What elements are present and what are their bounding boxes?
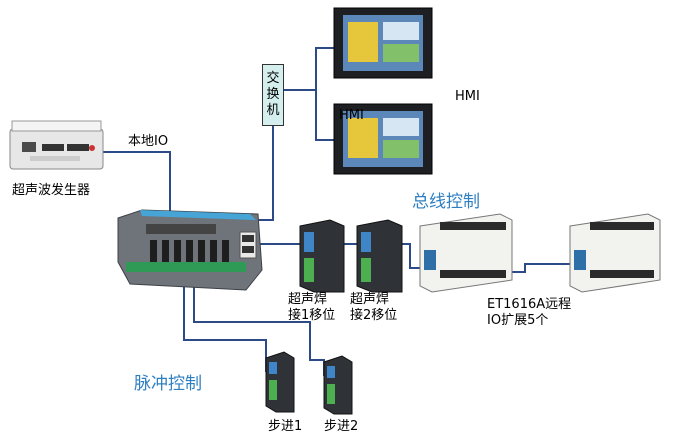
ultrasonic-generator-device xyxy=(9,120,104,170)
hmi-top-label: HMI xyxy=(455,89,480,104)
stepper2-label: 步进2 xyxy=(324,419,359,434)
main-controller-device xyxy=(117,209,263,291)
servo-drive-1-device xyxy=(299,219,345,293)
local-io-link xyxy=(103,151,171,215)
servo-drive-2-device xyxy=(356,219,403,293)
hmi-bottom-label: HMI xyxy=(339,108,364,123)
stepper1-label: 步进1 xyxy=(268,419,303,434)
remote-io-module-2-device xyxy=(569,213,661,293)
stepper-drive-1-device xyxy=(265,351,295,413)
switch-char-3: 机 xyxy=(266,103,280,118)
switch-char-1: 交 xyxy=(266,71,280,86)
switch-link xyxy=(258,124,274,221)
weld1-label: 超声焊 接1移位 xyxy=(288,292,336,323)
network-switch-box: 交 换 机 xyxy=(262,64,284,126)
pulse-link-1 xyxy=(183,268,267,372)
hmi-bottom-link xyxy=(315,90,334,141)
hmi-top-link xyxy=(283,47,334,91)
io-expansion-label: ET1616A远程 IO扩展5个 xyxy=(487,297,572,328)
hmi-top-device xyxy=(333,7,433,79)
weld2-label: 超声焊 接2移位 xyxy=(350,292,398,323)
bus-control-heading: 总线控制 xyxy=(412,192,480,212)
local-io-label: 本地IO xyxy=(128,134,169,149)
ultrasonic-generator-label: 超声波发生器 xyxy=(12,183,91,198)
remote-io-module-1-device xyxy=(419,213,513,293)
stepper-drive-2-device xyxy=(323,355,353,415)
pulse-control-heading: 脉冲控制 xyxy=(134,374,202,394)
switch-char-2: 换 xyxy=(266,87,280,102)
hmi-bottom-device xyxy=(333,103,433,175)
